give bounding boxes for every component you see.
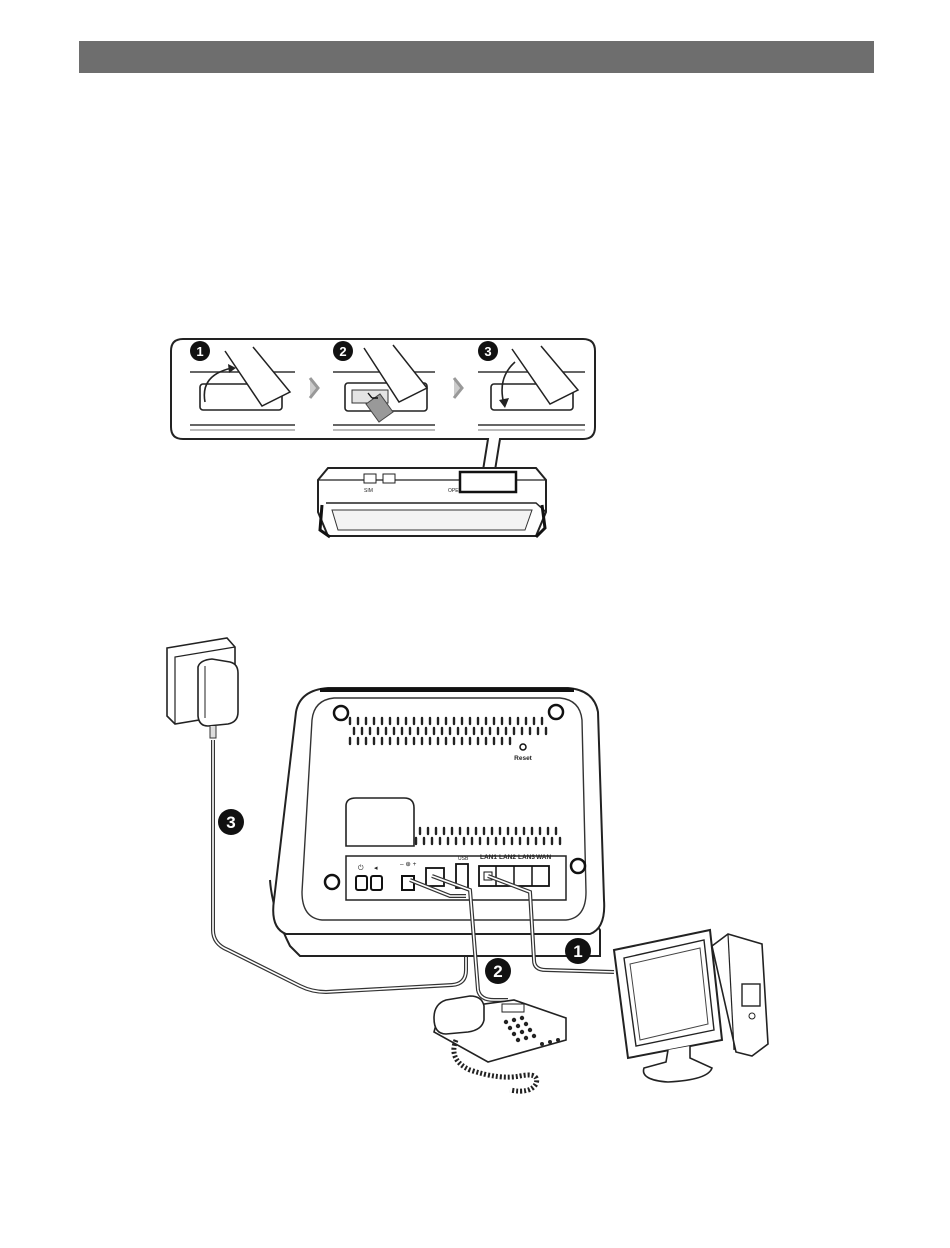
svg-text:◂: ◂ (374, 865, 378, 872)
badge-power: 3 (218, 809, 244, 835)
badge-telephone: 2 (485, 958, 511, 984)
svg-text:2: 2 (339, 344, 346, 359)
router-back: Reset ⏻ ◂ – ⊕ + USB LAN1 LAN2 LAN3 WAN (270, 688, 604, 956)
svg-text:SIM: SIM (364, 488, 373, 494)
svg-text:WAN: WAN (536, 854, 551, 861)
svg-text:USB: USB (458, 856, 469, 862)
router-underside: SIM OPEN (318, 468, 546, 537)
computer (614, 930, 768, 1082)
svg-text:LAN3: LAN3 (518, 854, 535, 861)
svg-text:LAN1: LAN1 (480, 854, 497, 861)
telephone (434, 996, 566, 1091)
svg-text:3: 3 (484, 344, 491, 359)
svg-text:⏻: ⏻ (358, 864, 364, 872)
sim-insertion-callout: 1 2 3 (171, 339, 595, 489)
svg-text:Reset: Reset (514, 755, 533, 762)
svg-text:LAN2: LAN2 (499, 854, 516, 861)
svg-text:– ⊕ +: – ⊕ + (400, 861, 417, 868)
svg-text:3: 3 (226, 813, 235, 832)
svg-text:1: 1 (196, 344, 203, 359)
badge-computer: 1 (565, 938, 591, 964)
svg-text:2: 2 (493, 962, 502, 981)
svg-text:1: 1 (573, 942, 582, 961)
